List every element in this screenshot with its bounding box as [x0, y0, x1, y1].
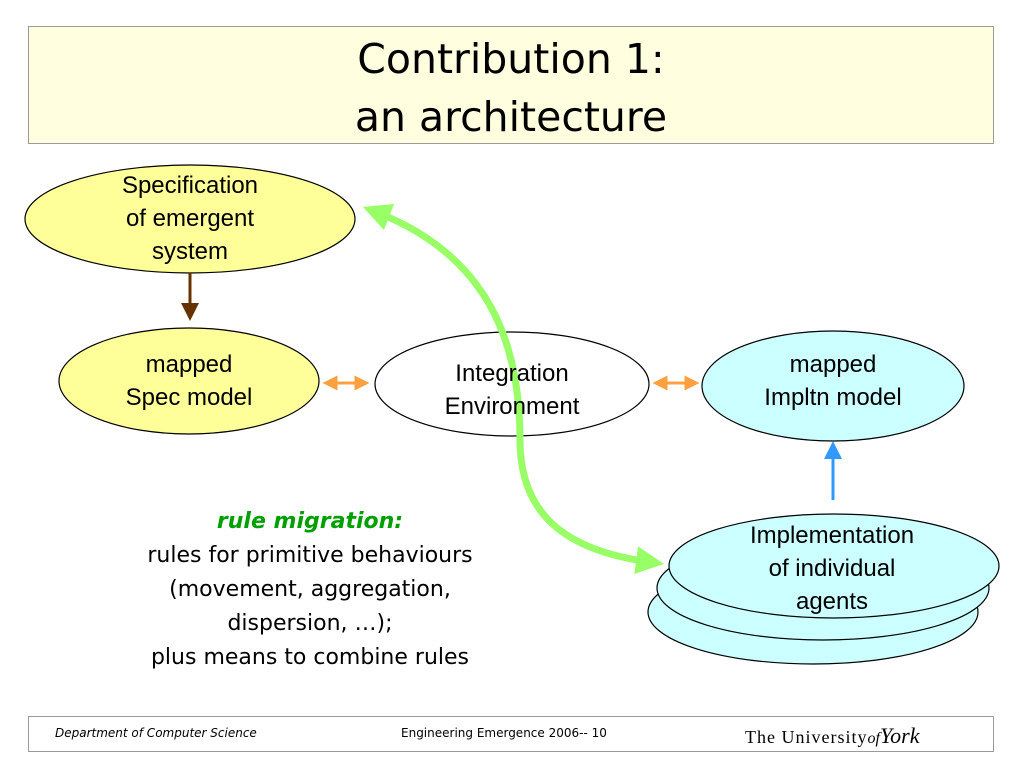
agents-label-line: of individual	[768, 555, 896, 582]
spec-model-label-line: mapped	[145, 351, 233, 378]
footer-department: Department of Computer Science	[55, 726, 257, 740]
integration-label: Integration Environment	[412, 357, 612, 423]
rule-migration-arrow	[362, 204, 664, 575]
footer: Department of Computer Science Engineeri…	[28, 716, 994, 752]
logo-of: of	[867, 730, 880, 747]
slide-title-line-1: Contribution 1:	[357, 35, 665, 83]
rule-migration-line: rules for primitive behaviours	[147, 543, 473, 568]
rule-migration-line: dispersion, …);	[227, 611, 393, 636]
agents-label-line: Implementation	[749, 522, 915, 549]
logo-york: York	[879, 723, 920, 748]
spec-model-label: mapped Spec model	[89, 348, 289, 414]
impl-model-label: mapped Impltn model	[733, 348, 933, 414]
logo-the-university: The University	[745, 727, 868, 747]
title-box: Contribution 1: an architecture	[28, 26, 994, 144]
spec-system-label-line: system	[151, 238, 228, 265]
impl-model-label-line: Impltn model	[764, 384, 902, 411]
rule-migration-text: rule migration: rules for primitive beha…	[100, 505, 520, 675]
spec-model-label-line: Spec model	[125, 384, 253, 411]
slide-title-line-2: an architecture	[354, 93, 668, 141]
spec-system-label-line: of emergent	[125, 205, 255, 232]
spec-system-label: Specification of emergent system	[90, 169, 290, 268]
integration-label-line: Integration	[455, 360, 569, 387]
agents-label-line: agents	[795, 588, 869, 615]
impl-model-label-line: mapped	[789, 351, 877, 378]
agents-ellipse-front	[668, 513, 1000, 619]
university-logo: The UniversityofYork	[745, 723, 919, 749]
rule-migration-heading: rule migration:	[216, 509, 404, 534]
spec-model-ellipse	[58, 327, 320, 435]
spec-system-label-line: Specification	[121, 172, 259, 199]
rule-migration-line: (movement, aggregation,	[169, 577, 451, 602]
integration-label-line: Environment	[444, 393, 580, 420]
agents-label: Implementation of individual agents	[712, 519, 952, 618]
footer-slide-number: Engineering Emergence 2006-- 10	[401, 726, 607, 740]
rule-migration-line: plus means to combine rules	[150, 645, 470, 670]
